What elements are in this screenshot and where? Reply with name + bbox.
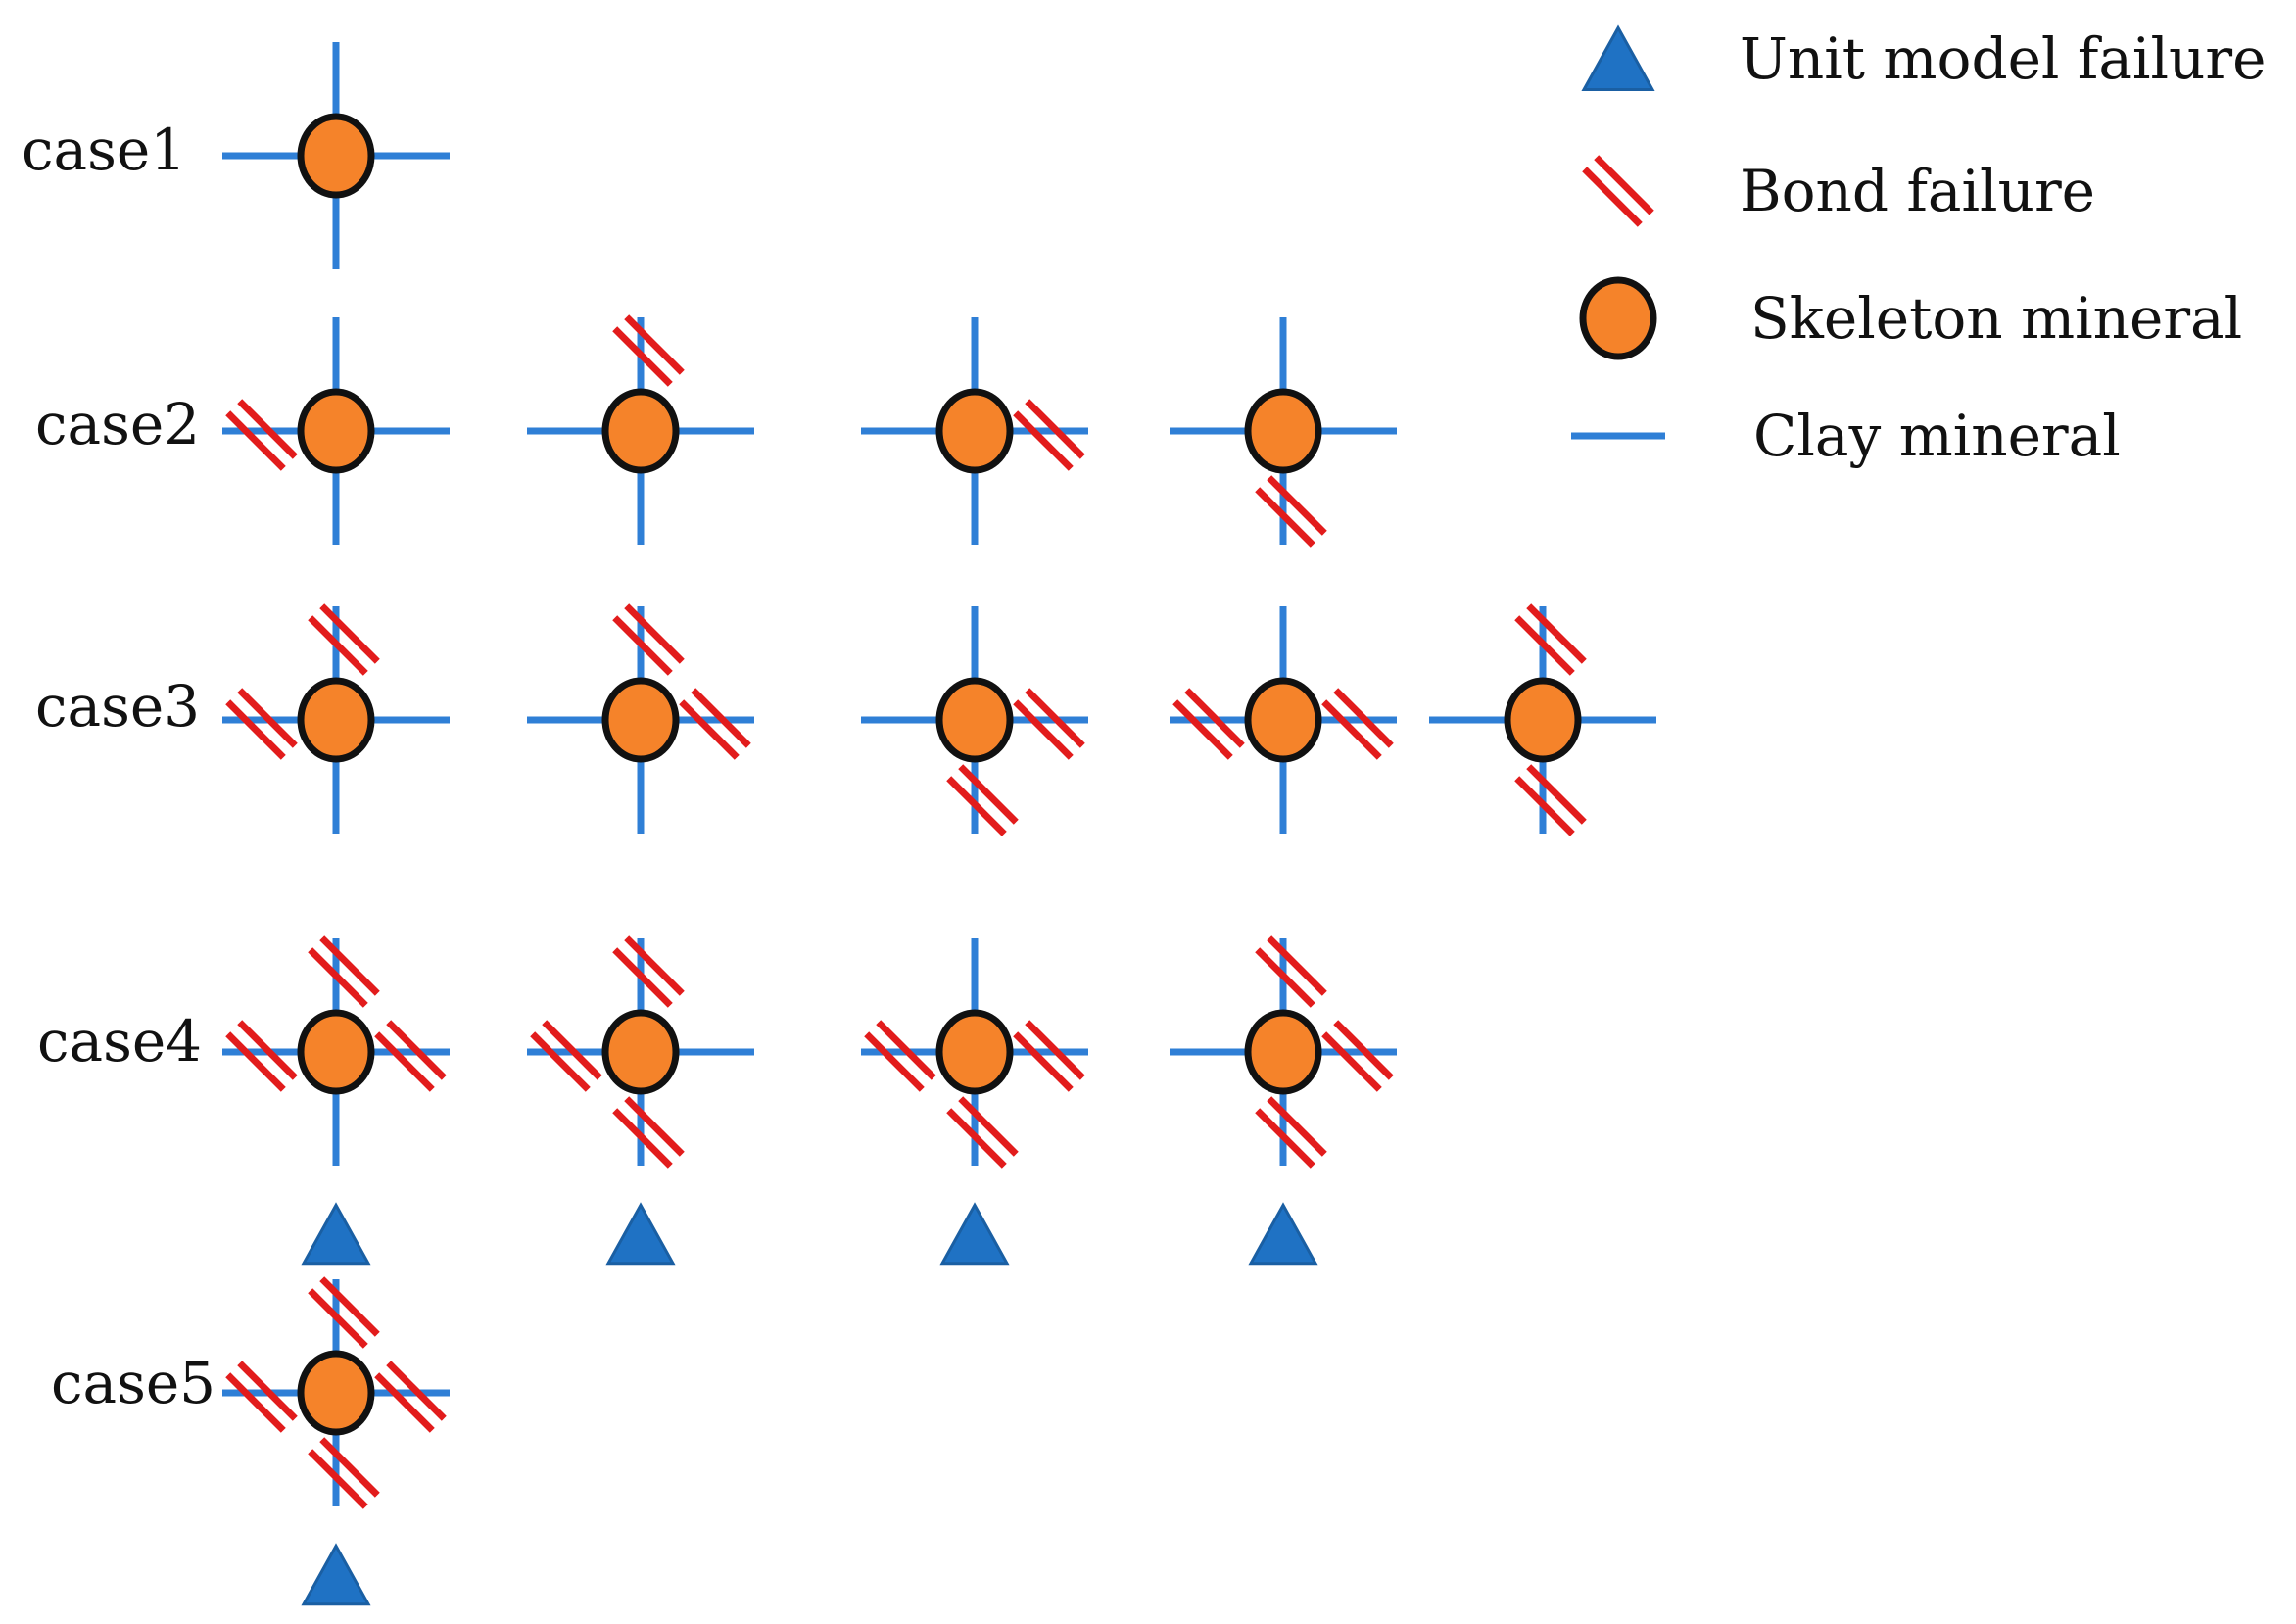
bond-failure-left — [225, 399, 298, 471]
case-row-case4: case4 — [37, 935, 1397, 1266]
failure-unit — [1170, 935, 1397, 1266]
skeleton-mineral — [1504, 677, 1582, 763]
failure-unit — [861, 606, 1088, 836]
bond-failure-top — [1514, 603, 1587, 676]
skeleton-mineral — [297, 113, 375, 199]
bond-failure-top — [612, 935, 685, 1008]
skeleton-mineral-icon — [1579, 276, 1657, 360]
bond-failure-top — [1255, 935, 1327, 1008]
skeleton-mineral — [1244, 388, 1322, 474]
failure-unit — [222, 1276, 450, 1606]
bond-failure-bottom — [946, 764, 1019, 836]
skeleton-mineral — [935, 677, 1014, 763]
failure-unit — [527, 935, 754, 1266]
case-label: case5 — [51, 1350, 215, 1416]
bond-failure-right — [1321, 1020, 1394, 1092]
bond-failure-left — [864, 1020, 936, 1092]
failure-unit — [527, 314, 754, 545]
unit-model-failure-icon — [1581, 24, 1655, 91]
skeleton-mineral — [1244, 1009, 1322, 1095]
bond-failure-top — [612, 603, 685, 676]
case-label: case1 — [22, 117, 186, 183]
bond-failure-right — [1013, 1020, 1085, 1092]
bond-failure-bottom — [1514, 764, 1587, 836]
unit-model-failure-triangle — [301, 1543, 371, 1606]
skeleton-mineral — [297, 677, 375, 763]
bond-failure-bottom — [1255, 1096, 1327, 1169]
skeleton-mineral — [297, 1009, 375, 1095]
legend-item-bond: Bond failure — [1582, 155, 2095, 227]
failure-unit — [861, 317, 1088, 545]
bond-failure-icon — [1582, 155, 1654, 227]
bond-failure-left — [1172, 688, 1245, 760]
failure-unit — [222, 42, 450, 269]
legend-label: Bond failure — [1740, 158, 2095, 224]
case-label: case4 — [37, 1008, 202, 1075]
failure-unit — [861, 938, 1088, 1266]
skeleton-mineral — [601, 677, 680, 763]
skeleton-mineral — [601, 388, 680, 474]
failure-unit — [527, 603, 754, 834]
legend-item-triangle: Unit model failure — [1581, 24, 2266, 92]
failure-unit — [1170, 317, 1397, 548]
bond-failure-bottom — [308, 1437, 380, 1509]
legend-label: Skeleton mineral — [1750, 285, 2242, 352]
case-row-case5: case5 — [51, 1276, 450, 1606]
bond-failure-top — [308, 935, 380, 1008]
case-row-case3: case3 — [35, 603, 1656, 836]
bond-failure-top — [612, 314, 685, 387]
bond-failure-top — [308, 1276, 380, 1349]
legend-item-line: Clay mineral — [1571, 403, 2121, 469]
case-label: case3 — [35, 673, 200, 740]
unit-model-failure-triangle — [939, 1202, 1010, 1266]
failure-unit — [222, 317, 450, 545]
bond-failure-right — [679, 688, 751, 760]
cases-layer: case1 case2 case3 case4 case5 — [22, 42, 1656, 1606]
bond-failure-left — [530, 1020, 602, 1092]
bond-failure-bottom — [612, 1096, 685, 1169]
failure-unit — [222, 935, 450, 1266]
failure-unit — [1429, 603, 1656, 836]
unit-model-failure-triangle — [605, 1202, 676, 1266]
bond-failure-top — [308, 603, 380, 676]
case-row-case2: case2 — [35, 314, 1397, 548]
bond-failure-right — [374, 1361, 447, 1433]
skeleton-mineral — [1244, 677, 1322, 763]
legend-item-circle: Skeleton mineral — [1579, 276, 2242, 360]
bond-failure-right — [1013, 688, 1085, 760]
unit-model-failure-triangle — [301, 1202, 371, 1266]
bond-failure-bottom — [946, 1096, 1019, 1169]
skeleton-mineral — [297, 1350, 375, 1436]
bond-failure-right — [1013, 399, 1085, 471]
bond-failure-right — [1321, 688, 1394, 760]
legend-label: Clay mineral — [1753, 403, 2121, 469]
bond-failure-left — [225, 1361, 298, 1433]
failure-unit — [222, 603, 450, 834]
skeleton-mineral — [601, 1009, 680, 1095]
bond-failure-left — [225, 1020, 298, 1092]
skeleton-mineral — [935, 1009, 1014, 1095]
case-label: case2 — [35, 391, 200, 457]
legend-label: Unit model failure — [1740, 25, 2266, 92]
skeleton-mineral — [297, 388, 375, 474]
skeleton-mineral — [935, 388, 1014, 474]
bond-failure-right — [374, 1020, 447, 1092]
case-row-case1: case1 — [22, 42, 450, 269]
bond-failure-left — [225, 688, 298, 760]
unit-model-failure-triangle — [1248, 1202, 1318, 1266]
failure-unit — [1170, 606, 1397, 834]
bond-failure-bottom — [1255, 475, 1327, 548]
